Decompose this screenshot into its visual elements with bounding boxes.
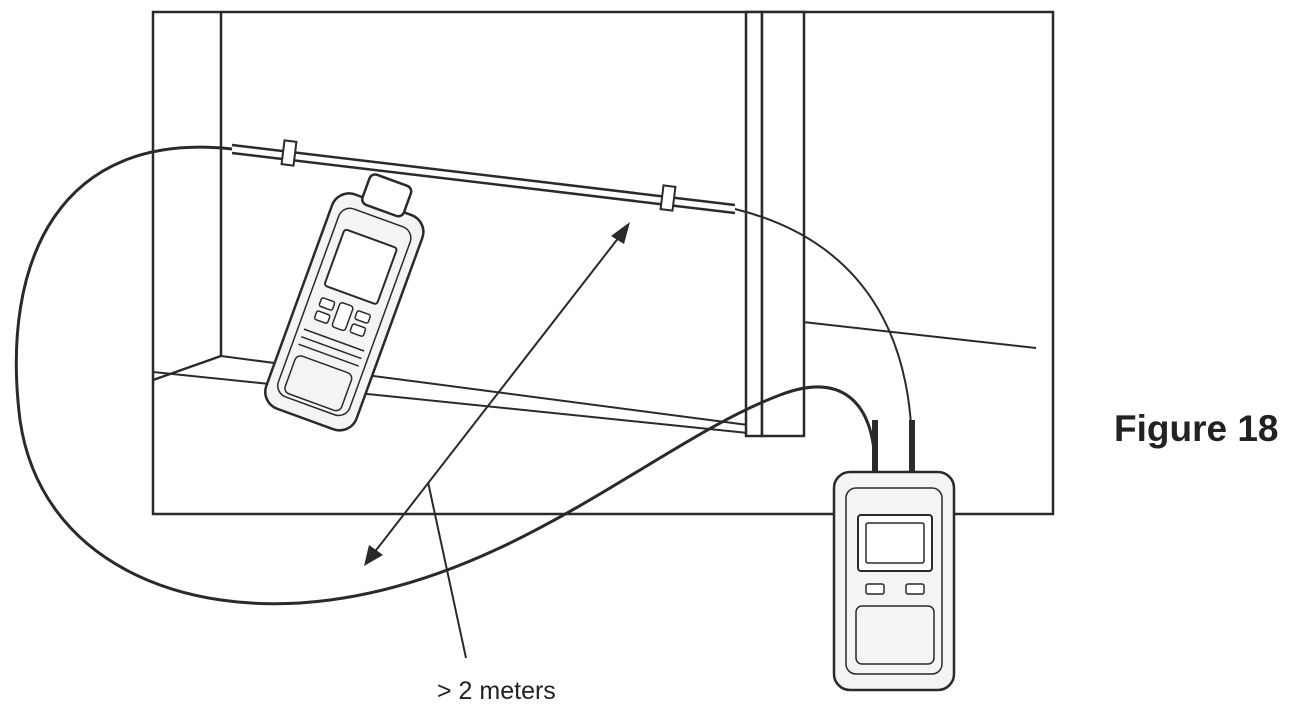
right-wall-floor-line (802, 321, 1037, 349)
cables (14, 145, 915, 606)
door-frame-jamb (760, 10, 806, 438)
handheld-inner-frame (277, 207, 412, 417)
rod-clamp-right (659, 184, 677, 212)
instrument-screen (865, 522, 925, 564)
distance-arrow (364, 222, 630, 659)
instrument-button-right (905, 583, 925, 595)
baseboard-bottom (152, 371, 749, 434)
handheld-grip-bottom (284, 355, 353, 412)
cable-left-loop (14, 145, 877, 606)
door-frame (744, 10, 806, 438)
handheld-button-lower-right (349, 323, 367, 337)
handheld-tester (264, 173, 425, 432)
instrument-button-left (865, 583, 885, 595)
door-frame-post (744, 10, 764, 438)
handheld-button-lower-left (313, 310, 331, 324)
handheld-grip-line (298, 343, 359, 367)
handheld-button-right (354, 310, 371, 324)
cable-right (734, 208, 914, 463)
distance-label: > 2 meters (437, 677, 556, 705)
room-frame (151, 10, 1055, 516)
floor-line-left (152, 354, 222, 382)
instrument-lower-panel (855, 605, 935, 665)
rod-bottom-edge (231, 151, 736, 215)
instrument-body (832, 470, 956, 692)
arrow-head-top (611, 222, 630, 244)
leader-line (427, 481, 467, 659)
handheld-grip-line (303, 328, 365, 352)
handheld-screen (324, 228, 398, 305)
handheld-sensor-head (361, 173, 413, 218)
handheld-grip-line (300, 335, 362, 360)
handheld-button-center (331, 302, 354, 332)
arrow-head-bottom (364, 545, 383, 566)
handheld-button-left (318, 297, 336, 311)
rod-top-edge (231, 143, 736, 207)
rod-clamp-left (280, 139, 298, 167)
room-walls (151, 10, 1055, 516)
arrow-shaft (369, 231, 624, 559)
wall-sensor-rod (231, 139, 736, 215)
figure-caption: Figure 18 (1114, 408, 1279, 449)
instrument-inner-frame (845, 487, 943, 675)
main-instrument (832, 470, 956, 692)
